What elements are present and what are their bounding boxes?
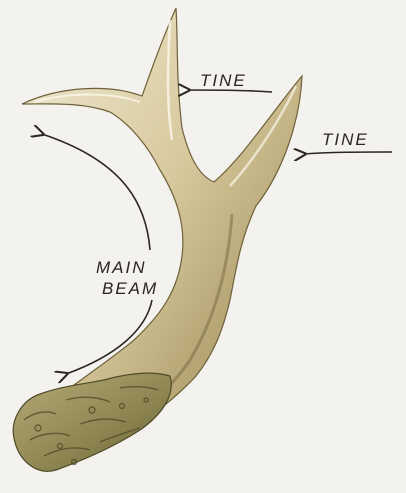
tine-right-arrow	[304, 152, 392, 154]
tine-label-right: TINE	[322, 131, 369, 148]
tine-top-arrow	[188, 90, 272, 92]
main-beam-label-line1: MAIN	[96, 259, 147, 276]
main-beam-arrow-up	[42, 134, 150, 250]
tine-label-top: TINE	[200, 72, 247, 89]
main-beam-label-line2: BEAM	[102, 280, 158, 297]
